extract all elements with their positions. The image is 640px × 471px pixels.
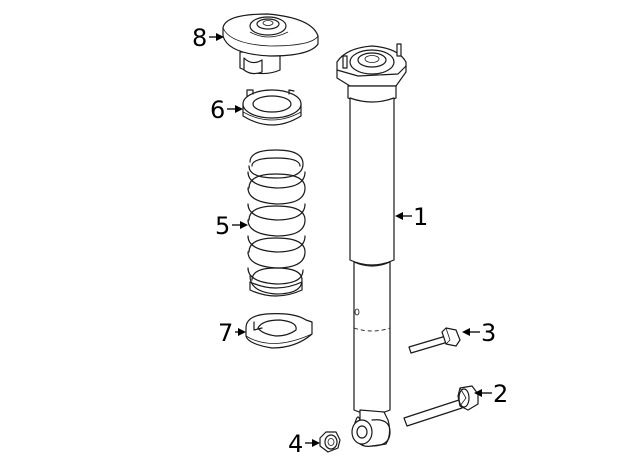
bolt-small-part[interactable] — [408, 327, 461, 354]
callout-8: 8 — [192, 24, 224, 52]
callout-number: 1 — [413, 203, 428, 231]
callout-3: 3 — [462, 319, 496, 347]
nut-part[interactable] — [319, 431, 341, 453]
upper-mount-part[interactable] — [222, 13, 319, 75]
upper-insulator-part[interactable] — [242, 89, 302, 126]
coil-spring-part[interactable] — [247, 149, 306, 297]
bolt-large-part[interactable] — [403, 385, 479, 427]
callout-1: 1 — [395, 203, 428, 231]
lower-insulator-part[interactable] — [245, 313, 313, 349]
callout-2: 2 — [474, 380, 508, 408]
callout-number: 5 — [215, 212, 230, 240]
callout-number: 4 — [288, 430, 303, 458]
callout-number: 3 — [481, 319, 496, 347]
strut-part[interactable] — [336, 43, 407, 447]
callout-5: 5 — [215, 212, 248, 240]
callout-number: 8 — [192, 24, 207, 52]
callout-6: 6 — [210, 96, 243, 124]
callout-4: 4 — [288, 430, 320, 458]
callout-7: 7 — [218, 319, 246, 347]
callout-number: 6 — [210, 96, 225, 124]
callout-number: 7 — [218, 319, 233, 347]
callout-number: 2 — [493, 380, 508, 408]
